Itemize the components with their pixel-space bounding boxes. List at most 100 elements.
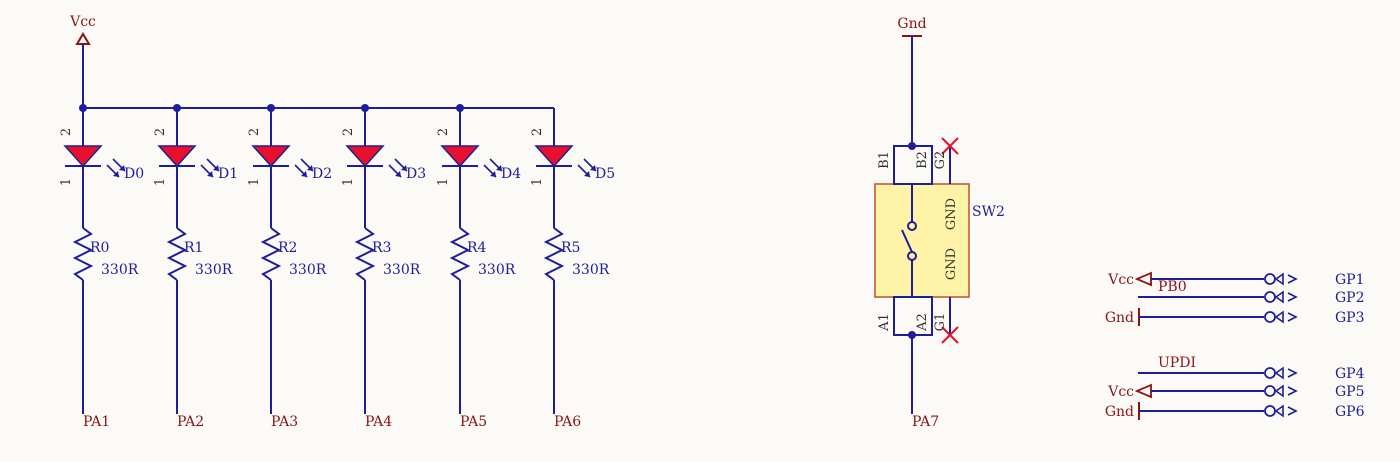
led-designator: D4	[501, 166, 521, 182]
net-label: PA2	[177, 414, 204, 430]
header-pin-circle-icon	[1264, 405, 1276, 417]
vcc-arrow-icon	[1134, 383, 1152, 399]
net-label: PA5	[460, 414, 487, 430]
resistor-zigzag-icon	[449, 227, 471, 281]
switch-pin-b2: B2	[915, 151, 930, 169]
resistor-zigzag-icon	[543, 227, 565, 281]
led-emission-arrows-icon	[106, 158, 126, 178]
net-label: PA6	[554, 414, 581, 430]
led-pin-1: 1	[153, 178, 168, 186]
led-triangle-icon	[345, 145, 385, 168]
header-row: Gnd GP3	[1105, 308, 1365, 326]
led-branch: 2 1 D1 R1 330R PA2	[153, 104, 238, 430]
led-designator: D0	[124, 166, 144, 182]
led-branch: 2 1 D0 R0 330R PA1	[59, 104, 144, 430]
switch-designator: SW2	[972, 204, 1005, 220]
resistor-value: 330R	[383, 262, 421, 278]
header-pin-circle-icon	[1264, 273, 1276, 285]
led-pin-1: 1	[530, 178, 545, 186]
resistor-designator: R2	[278, 240, 297, 256]
header-net-label: UPDI	[1158, 355, 1196, 371]
led-emission-arrows-icon	[294, 158, 314, 178]
header-net-label: Vcc	[1107, 272, 1134, 288]
net-label: PA1	[83, 414, 110, 430]
switch-lever-icon	[901, 229, 913, 253]
switch-gnd-text-lower: GND	[944, 248, 959, 280]
resistor-value: 330R	[478, 262, 516, 278]
resistor-zigzag-icon	[72, 227, 94, 281]
led-pin-1: 1	[436, 178, 451, 186]
led-branch: 2 1 D2 R2 330R PA3	[247, 104, 332, 430]
header-port-arrow-icon	[1274, 310, 1298, 324]
header-port-arrow-icon	[1274, 272, 1298, 286]
switch-net-label: PA7	[912, 414, 939, 430]
header-net-label: Gnd	[1105, 404, 1134, 420]
led-pin-1: 1	[59, 178, 74, 186]
programming-header: Vcc GP1 PB0 GP2 Gnd GP3 UPDI	[1105, 271, 1365, 420]
header-net-label: Gnd	[1105, 310, 1134, 326]
led-triangle-icon	[251, 145, 291, 168]
resistor-designator: R0	[90, 240, 109, 256]
header-net-label: Vcc	[1107, 384, 1134, 400]
resistor-value: 330R	[101, 262, 139, 278]
resistor-value: 330R	[572, 262, 610, 278]
led-designator: D3	[406, 166, 426, 182]
header-row: Vcc GP5	[1107, 383, 1365, 400]
header-row: UPDI GP4	[1138, 355, 1365, 382]
led-designator: D2	[312, 166, 332, 182]
led-triangle-icon	[63, 145, 103, 168]
led-triangle-icon	[157, 145, 197, 168]
led-emission-arrows-icon	[577, 158, 597, 178]
switch-pin-b1: B1	[877, 151, 892, 169]
led-emission-arrows-icon	[388, 158, 408, 178]
header-net-label: PB0	[1158, 279, 1187, 295]
switch-pin-a2: A2	[915, 313, 930, 332]
header-pin-circle-icon	[1264, 311, 1276, 323]
led-designator: D1	[218, 166, 238, 182]
header-pin-circle-icon	[1264, 291, 1276, 303]
header-row: Gnd GP6	[1105, 402, 1365, 420]
led-emission-arrows-icon	[200, 158, 220, 178]
led-branch: 2 1 D3 R3 330R PA4	[341, 104, 426, 430]
header-port-label: GP4	[1335, 366, 1365, 382]
resistor-zigzag-icon	[166, 227, 188, 281]
led-pin-2: 2	[436, 128, 451, 136]
resistor-designator: R1	[184, 240, 203, 256]
led-triangle-icon	[534, 145, 574, 168]
led-emission-arrows-icon	[483, 158, 503, 178]
header-port-label: GP5	[1335, 384, 1365, 400]
header-port-arrow-icon	[1274, 290, 1298, 304]
led-triangle-icon	[440, 145, 480, 168]
header-port-arrow-icon	[1274, 366, 1298, 380]
switch-pin-g1: G1	[933, 313, 948, 332]
switch-sw2: Gnd B1 B2 G2 GND GND SW2 A1 A2	[874, 16, 1005, 430]
header-port-arrow-icon	[1274, 384, 1298, 398]
header-port-label: GP1	[1335, 272, 1365, 288]
vcc-arrow-icon	[75, 32, 91, 45]
switch-pin-g2: G2	[933, 151, 948, 170]
switch-contact-icon	[907, 251, 917, 261]
header-row: PB0 GP2	[1138, 279, 1365, 306]
resistor-designator: R3	[372, 240, 391, 256]
led-pin-2: 2	[153, 128, 168, 136]
resistor-value: 330R	[195, 262, 233, 278]
vcc-power-port: Vcc	[69, 14, 96, 108]
net-label: PA3	[271, 414, 298, 430]
header-port-label: GP6	[1335, 404, 1365, 420]
led-pin-2: 2	[341, 128, 356, 136]
vcc-label: Vcc	[69, 14, 96, 30]
led-pin-2: 2	[247, 128, 262, 136]
switch-contact-icon	[907, 221, 917, 231]
no-connect-icon	[941, 326, 959, 344]
led-pin-1: 1	[341, 178, 356, 186]
header-row: Vcc GP1	[1107, 271, 1365, 288]
led-pin-2: 2	[59, 128, 74, 136]
resistor-zigzag-icon	[354, 227, 376, 281]
led-designator: D5	[595, 166, 615, 182]
header-pin-circle-icon	[1264, 367, 1276, 379]
header-port-label: GP2	[1335, 290, 1365, 306]
resistor-designator: R5	[561, 240, 580, 256]
resistor-designator: R4	[467, 240, 487, 256]
